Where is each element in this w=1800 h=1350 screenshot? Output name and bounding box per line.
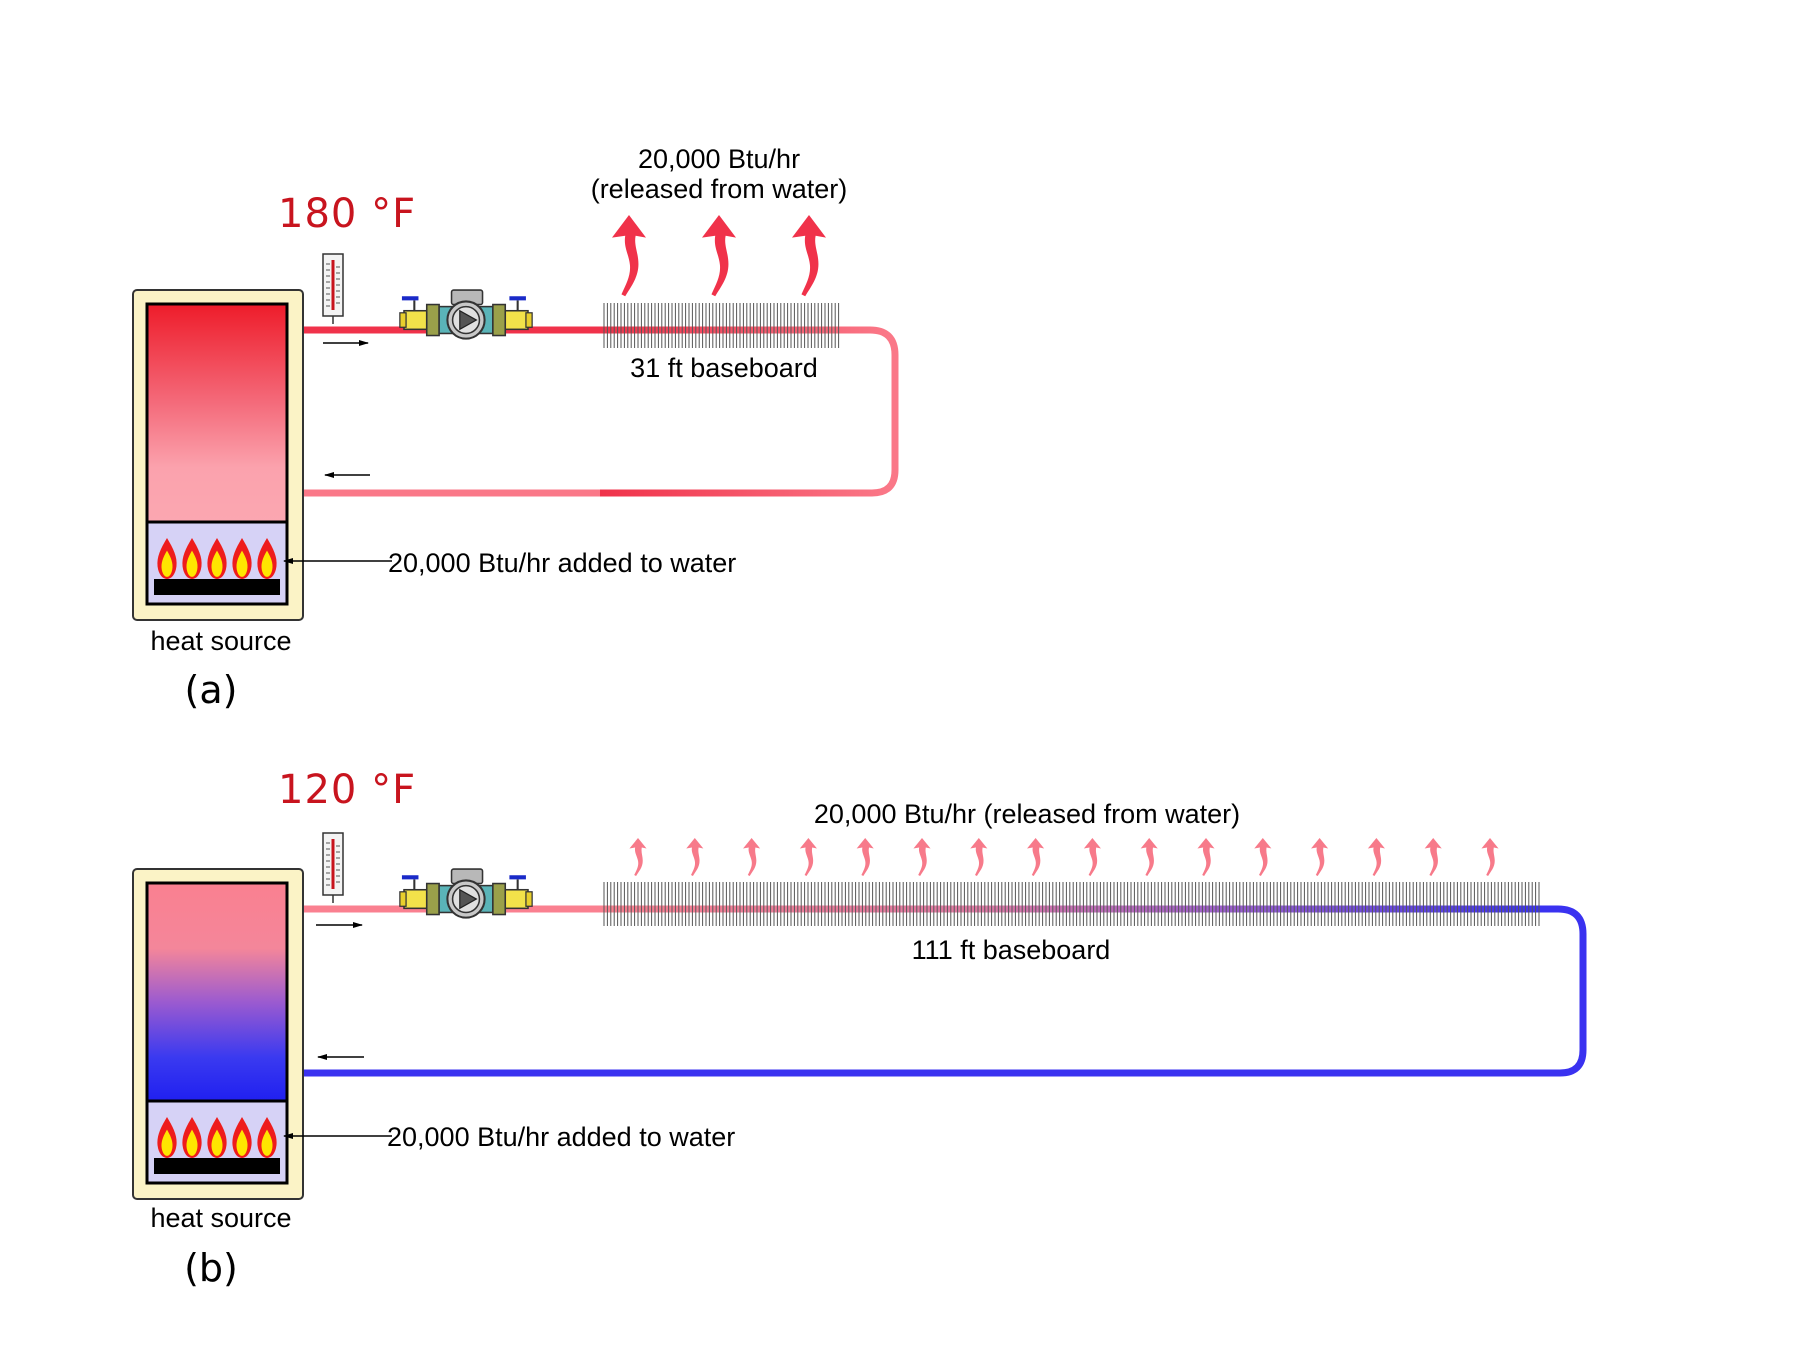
heat-wave-icon bbox=[629, 838, 647, 876]
heat-wave-icon bbox=[856, 838, 874, 876]
heat-wave-icon bbox=[1083, 838, 1101, 876]
heat-wave-icon bbox=[799, 838, 817, 876]
boiler-tank-b bbox=[145, 881, 289, 1103]
baseboard-fins-a bbox=[603, 303, 840, 348]
boiler-tank-a bbox=[145, 302, 289, 524]
thermometer-icon bbox=[321, 831, 345, 905]
heat-added-label-b: 20,000 Btu/hr added to water bbox=[387, 1122, 735, 1152]
baseboard-label-a: 31 ft baseboard bbox=[630, 353, 818, 383]
released-label-a-line2: (released from water) bbox=[591, 174, 848, 204]
released-label-b: 20,000 Btu/hr (released from water) bbox=[814, 799, 1240, 829]
released-label-a-line1: 20,000 Btu/hr bbox=[638, 144, 800, 174]
heat-wave-icon bbox=[792, 215, 826, 297]
heat-wave-icon bbox=[1140, 838, 1158, 876]
heat-added-label-a: 20,000 Btu/hr added to water bbox=[388, 548, 736, 578]
heat-wave-icon bbox=[612, 215, 646, 297]
heat-waves-b bbox=[629, 838, 1499, 876]
baseboard-fins-b bbox=[603, 882, 1540, 926]
heat-wave-icon bbox=[1027, 838, 1045, 876]
caption-b: (b) bbox=[184, 1246, 238, 1290]
heat-wave-icon bbox=[1367, 838, 1385, 876]
burner-a bbox=[154, 579, 280, 595]
heat-wave-icon bbox=[970, 838, 988, 876]
heat-wave-icon bbox=[1197, 838, 1215, 876]
burner-b bbox=[154, 1158, 280, 1174]
heat-source-label-b: heat source bbox=[150, 1203, 291, 1233]
diagram-a: 180 °F 20,000 Btu/hr (released from wate… bbox=[132, 144, 899, 712]
baseboard-label-b: 111 ft baseboard bbox=[912, 935, 1111, 965]
heat-wave-icon bbox=[702, 215, 736, 297]
heat-wave-icon bbox=[1311, 838, 1329, 876]
heat-wave-icon bbox=[686, 838, 704, 876]
diagram-b: 120 °F 20,000 Btu/hr (released from wate… bbox=[132, 767, 1587, 1290]
heat-wave-icon bbox=[1254, 838, 1272, 876]
caption-a: (a) bbox=[185, 668, 238, 712]
temperature-readout-a: 180 °F bbox=[278, 191, 416, 237]
heat-wave-icon bbox=[913, 838, 931, 876]
heat-wave-icon bbox=[1424, 838, 1442, 876]
heat-wave-icon bbox=[743, 838, 761, 876]
baseboard-pipe-a bbox=[285, 326, 899, 497]
thermometer-icon bbox=[321, 252, 345, 326]
temperature-readout-b: 120 °F bbox=[278, 767, 416, 813]
heat-wave-icon bbox=[1481, 838, 1499, 876]
heat-waves-a bbox=[612, 215, 826, 297]
baseboard-pipe-b bbox=[285, 905, 1587, 1077]
heat-source-label-a: heat source bbox=[150, 626, 291, 656]
